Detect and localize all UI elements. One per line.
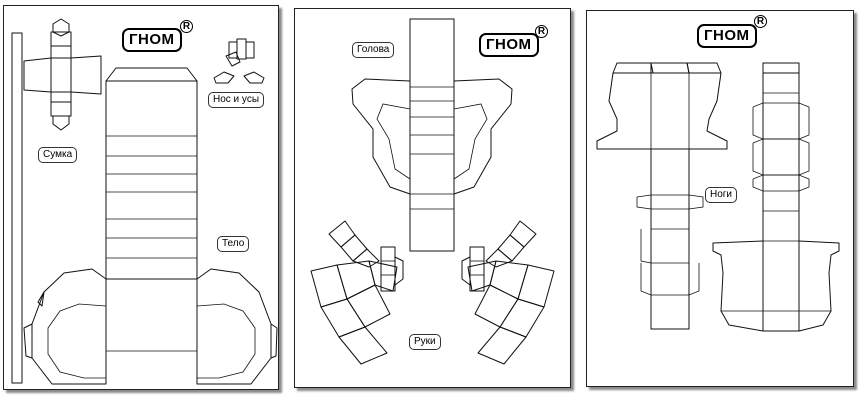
registered-mark: R	[180, 20, 193, 33]
part-label-legs: Ноги	[705, 187, 738, 203]
brand-logo: ГНОМ	[697, 24, 757, 48]
registered-mark: R	[535, 25, 548, 38]
bag-pattern	[23, 18, 102, 131]
part-label-body: Тело	[217, 236, 250, 252]
leg-left-pattern	[596, 62, 728, 330]
part-label-arms: Руки	[409, 334, 441, 350]
sheet-head-arms: ГНОМ R Голова Руки	[294, 8, 571, 388]
part-label-nose-mustache: Нос и усы	[208, 92, 265, 108]
brand-logo: ГНОМ	[479, 33, 539, 57]
nose-mustache-pattern	[213, 38, 265, 84]
brand-logo: ГНОМ	[122, 28, 182, 52]
leg-right-pattern	[712, 62, 840, 332]
head-pattern	[351, 18, 513, 252]
sheet-legs: ГНОМ R Ноги	[586, 10, 854, 387]
arm-right-pattern	[461, 220, 555, 365]
registered-mark: R	[754, 15, 767, 28]
part-label-head: Голова	[352, 42, 395, 58]
sheet-head-arms-pattern	[310, 18, 555, 365]
arm-left-pattern	[310, 220, 404, 365]
body-pattern	[23, 67, 278, 385]
sheet-legs-pattern	[596, 62, 840, 332]
sheet-body: ГНОМ R Сумка Нос и усы Тело	[3, 5, 279, 390]
sheet-body-pattern	[11, 18, 278, 385]
part-label-bag: Сумка	[38, 147, 78, 163]
